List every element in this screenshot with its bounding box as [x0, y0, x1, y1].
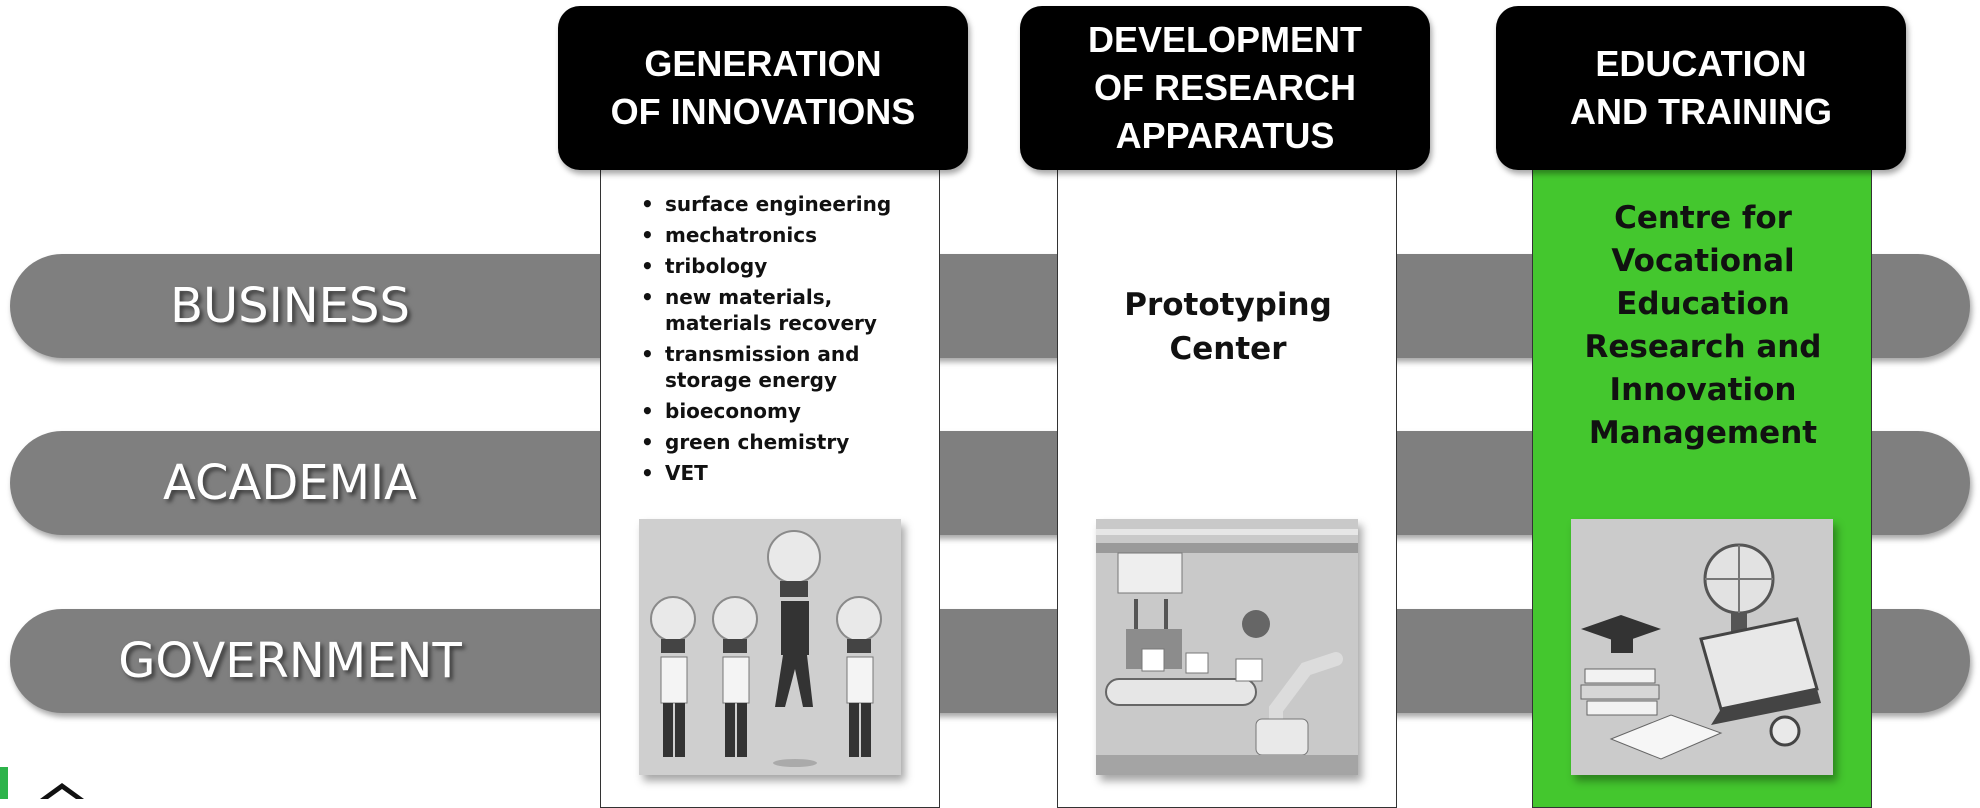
list-item: new materials, materials recovery	[637, 284, 885, 336]
list-item: surface engineering	[637, 191, 937, 217]
list-item: mechatronics	[637, 222, 937, 248]
header-line: AND TRAINING	[1570, 91, 1832, 132]
topics-list: surface engineering mechatronics tribolo…	[637, 191, 937, 491]
list-item: bioeconomy	[637, 398, 937, 424]
header-line: GENERATION	[644, 43, 882, 84]
header-education-and-training: EDUCATION AND TRAINING	[1496, 6, 1906, 170]
header-line: DEVELOPMENT	[1087, 19, 1363, 60]
list-item: transmission and storage energy	[637, 341, 885, 393]
logo-mark-icon	[0, 765, 90, 799]
header-line: OF RESEARCH	[1093, 67, 1357, 108]
column-generation-of-innovations: surface engineering mechatronics tribolo…	[600, 168, 940, 808]
header-line: APPARATUS	[1115, 115, 1335, 156]
column-development-of-research-apparatus: Prototyping Center	[1057, 168, 1397, 808]
vocational-centre-label: Centre for Vocational Education Research…	[1584, 200, 1822, 451]
prototyping-center-label: Prototyping Center	[1124, 287, 1332, 367]
header-development-of-research-apparatus: DEVELOPMENT OF RESEARCH APPARATUS	[1020, 6, 1430, 170]
header-generation-of-innovations: GENERATION OF INNOVATIONS	[558, 6, 968, 170]
band-label-business: BUSINESS	[170, 278, 410, 334]
list-item: tribology	[637, 253, 937, 279]
band-label-academia: ACADEMIA	[162, 455, 418, 511]
list-item: VET	[637, 460, 937, 486]
lightbulb-people-illustration	[639, 519, 901, 775]
factory-robot-arm-illustration	[1096, 519, 1358, 775]
list-item: green chemistry	[637, 429, 937, 455]
column-education-and-training: Centre for Vocational Education Research…	[1532, 168, 1872, 808]
education-books-laptop-illustration	[1571, 519, 1833, 775]
band-label-government: GOVERNMENT	[118, 633, 462, 689]
header-line: OF INNOVATIONS	[610, 91, 916, 132]
header-line: EDUCATION	[1595, 43, 1807, 84]
